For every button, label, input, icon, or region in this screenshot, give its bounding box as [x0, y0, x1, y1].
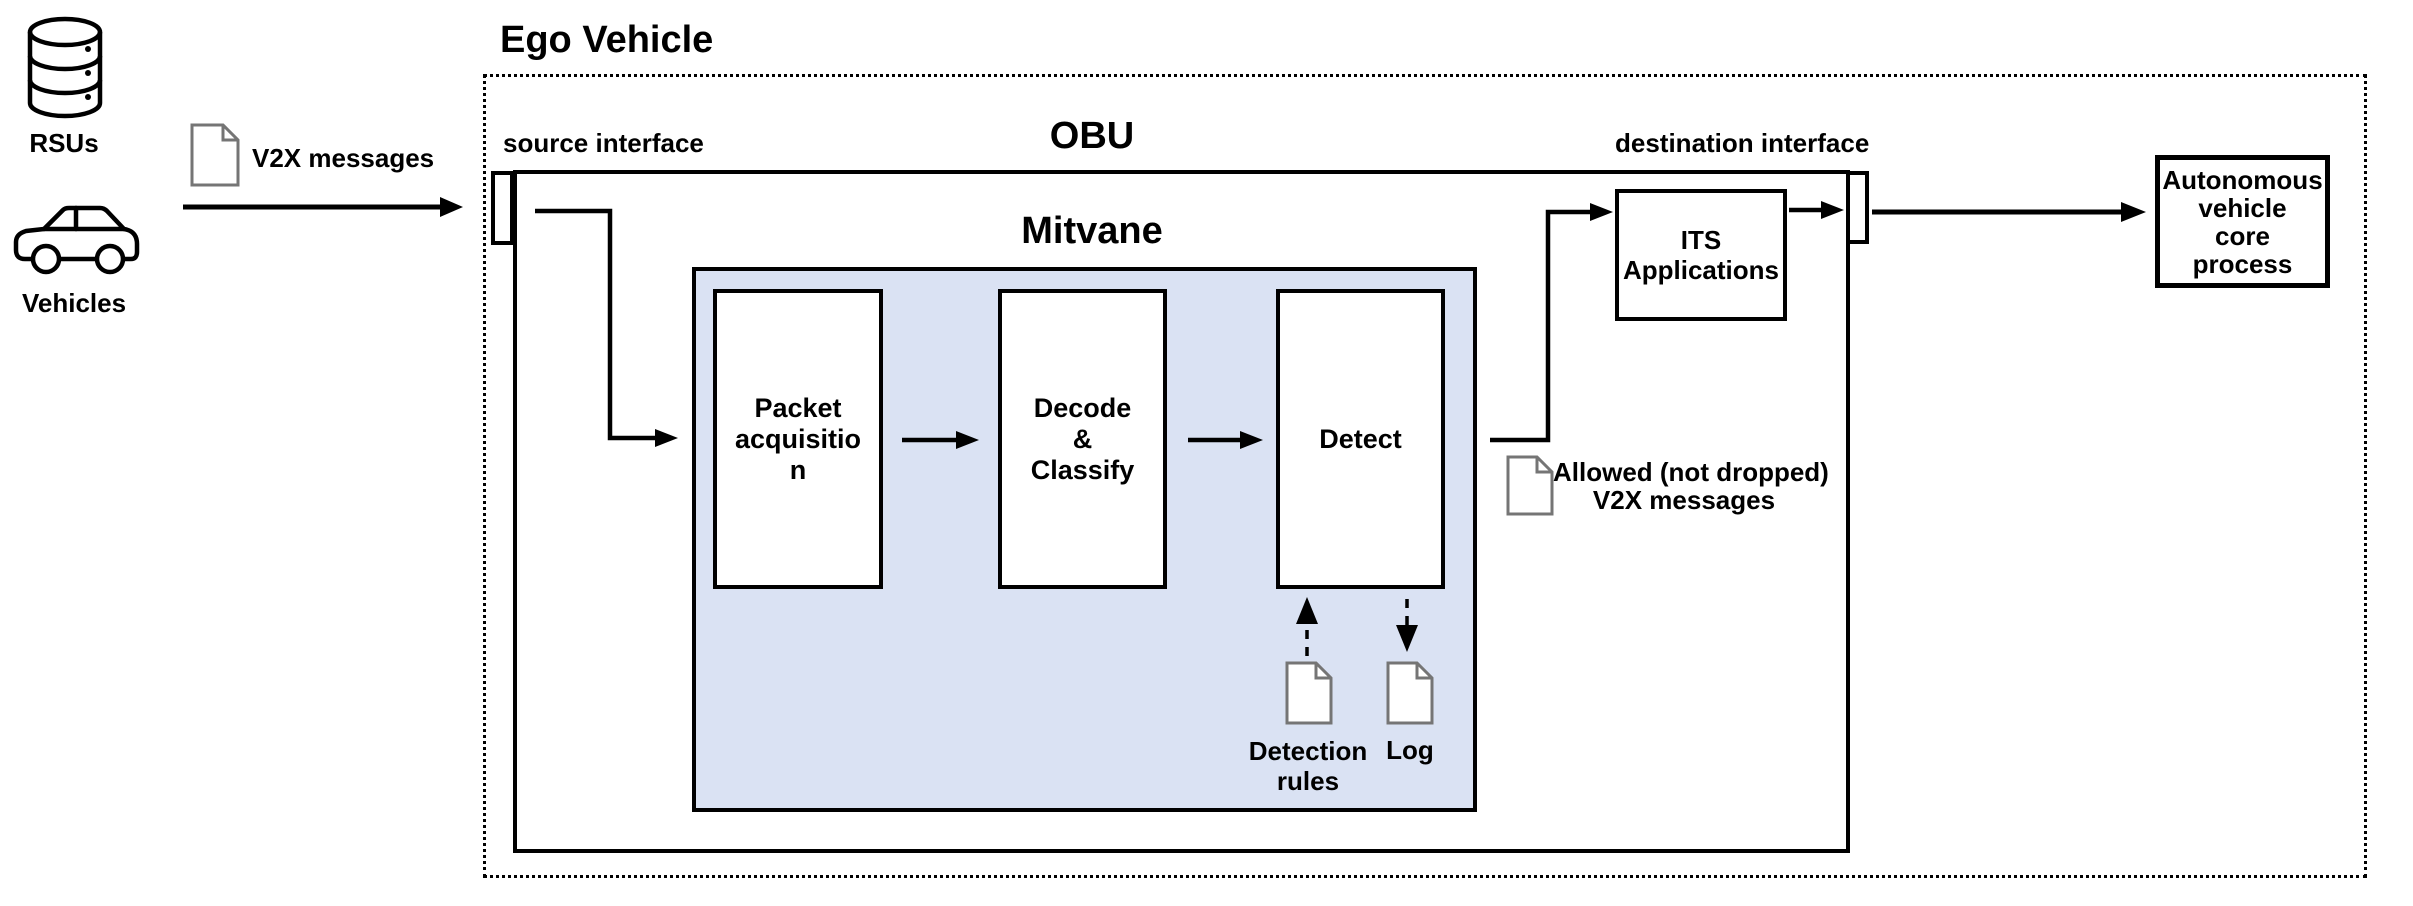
- source-interface-port: [491, 171, 514, 245]
- destination-interface-label: destination interface: [1615, 128, 1870, 158]
- log-label: Log: [1386, 735, 1434, 765]
- decode-classify-box: Decode & Classify: [998, 289, 1167, 589]
- obu-box: [513, 170, 1850, 853]
- vehicles-label: Vehicles: [22, 288, 127, 318]
- obu-title: OBU: [1049, 115, 1135, 157]
- mitvane-title: Mitvane: [1021, 210, 1163, 252]
- autonomous-core-label: Autonomous vehicle core process: [2162, 164, 2323, 279]
- source-interface-label: source interface: [503, 128, 704, 158]
- car-icon: [13, 205, 140, 275]
- detect-box: Detect: [1276, 289, 1445, 589]
- ego-vehicle-title: Ego Vehicle: [500, 19, 714, 61]
- ego-vehicle-box: [483, 74, 2367, 878]
- destination-interface-port: [1846, 171, 1869, 244]
- rsus-label: RSUs: [29, 128, 99, 158]
- document-icon-v2x: [190, 123, 240, 187]
- packet-acquisition-box: Packet acquisitio n: [713, 289, 883, 589]
- packet-acquisition-label: Packet acquisitio n: [734, 392, 862, 485]
- its-applications-box: ITS Applications: [1615, 189, 1787, 321]
- decode-classify-label: Decode & Classify: [1030, 392, 1135, 485]
- autonomous-core-box: Autonomous vehicle core process: [2155, 155, 2330, 288]
- database-icon: [27, 16, 103, 119]
- its-applications-label: ITS Applications: [1622, 225, 1779, 285]
- allowed-messages-label: Allowed (not dropped) V2X messages: [1553, 457, 1829, 515]
- detect-label: Detect: [1319, 423, 1402, 454]
- detection-rules-label: Detection rules: [1248, 736, 1368, 796]
- v2x-messages-label: V2X messages: [252, 143, 435, 173]
- arrow-v2x-to-ego: [183, 197, 463, 217]
